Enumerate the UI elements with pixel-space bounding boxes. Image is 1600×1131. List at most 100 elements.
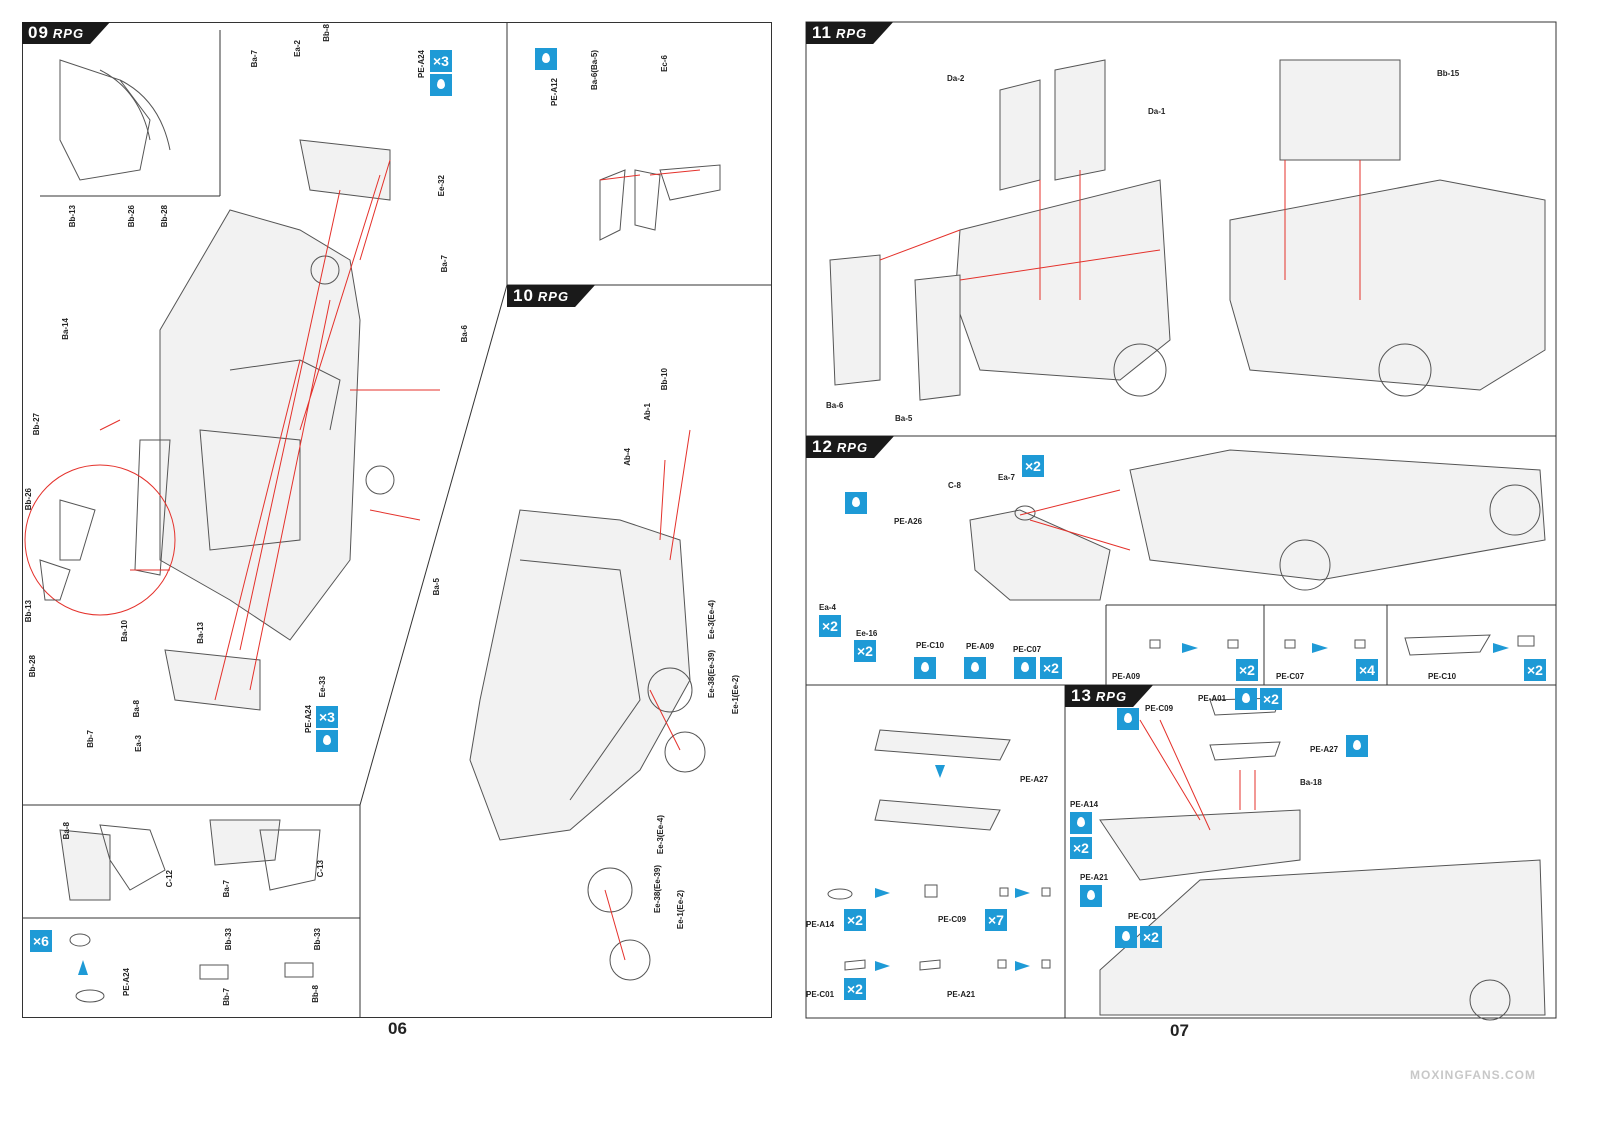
part-label: Bb-7 — [86, 730, 95, 748]
quantity-badge: ×2 — [854, 640, 876, 662]
page-number-right: 07 — [1170, 1021, 1189, 1040]
quantity-badge: ×3 — [316, 706, 338, 728]
quantity-badge: ×2 — [819, 615, 841, 637]
quantity-badge: ×2 — [844, 978, 866, 1000]
part-label: PE-C01 — [1128, 912, 1157, 921]
part-label: Ba-6(Ba-5) — [590, 50, 599, 91]
page-number-left: 06 — [388, 1019, 407, 1038]
part-label: PE-C09 — [938, 915, 967, 924]
quantity-badge: ×2 — [1022, 455, 1044, 477]
part-label: Ba-6 — [826, 401, 844, 410]
quantity-badge: ×6 — [30, 930, 52, 952]
part-label: Bb-33 — [313, 928, 322, 951]
part-label: PE-C10 — [916, 641, 945, 650]
part-label: PE-C01 — [806, 990, 835, 999]
quantity-badge: ×2 — [1260, 688, 1282, 710]
part-label: Ee-3(Ee-4) — [707, 600, 716, 640]
part-label: Ba-8 — [132, 700, 141, 718]
quantity-badge: ×2 — [1524, 659, 1546, 681]
glue-icon — [1115, 926, 1137, 948]
part-label: PE-A24 — [122, 968, 131, 997]
part-label: PE-A09 — [1112, 672, 1141, 681]
part-label: PE-A27 — [1310, 745, 1339, 754]
step-09-panel — [22, 22, 772, 1018]
glue-icon — [316, 730, 338, 752]
glue-icon — [1346, 735, 1368, 757]
part-label: Ba-7 — [250, 50, 259, 68]
part-label: Ee-1(Ee-2) — [731, 675, 740, 715]
part-label: Ee-38(Ee-39) — [707, 650, 716, 699]
part-label: Bb-13 — [24, 600, 33, 623]
part-label: Bb-8 — [322, 24, 331, 42]
part-label: Ee-33 — [318, 676, 327, 698]
part-label: Ba-5 — [895, 414, 913, 423]
part-label: Bb-27 — [32, 413, 41, 436]
part-label: Ee-1(Ee-2) — [676, 890, 685, 930]
quantity-badge: ×2 — [1236, 659, 1258, 681]
part-label: PE-A24 — [304, 705, 313, 734]
part-label: Bb-26 — [24, 488, 33, 511]
part-label: PE-A01 — [1198, 694, 1227, 703]
part-label: Ba-14 — [61, 318, 70, 340]
part-label: PE-C10 — [1428, 672, 1457, 681]
part-label: Ba-6 — [460, 325, 469, 343]
glue-icon — [964, 657, 986, 679]
glue-icon — [535, 48, 557, 70]
glue-icon — [1117, 708, 1139, 730]
quantity-badge: ×7 — [985, 909, 1007, 931]
part-label: PE-A24 — [417, 50, 426, 79]
quantity-badge: ×2 — [1040, 657, 1062, 679]
part-label: Bb-28 — [28, 655, 37, 678]
part-label: Ea-7 — [998, 473, 1015, 482]
part-label: PE-A26 — [894, 517, 923, 526]
part-label: Ea-4 — [819, 603, 836, 612]
part-label: Ec-6 — [660, 55, 669, 72]
part-label: Bb-10 — [660, 368, 669, 391]
part-label: Ee-3(Ee-4) — [656, 815, 665, 855]
part-label: Bb-26 — [127, 205, 136, 228]
part-label: Ba-10 — [120, 620, 129, 642]
part-label: Da-1 — [1148, 107, 1166, 116]
part-label: Ab-4 — [623, 448, 632, 466]
glue-icon — [1070, 812, 1092, 834]
part-label: PE-A14 — [1070, 800, 1099, 809]
part-label: Bb-7 — [222, 988, 231, 1006]
part-label: PE-C07 — [1276, 672, 1305, 681]
part-label: Bb-33 — [224, 928, 233, 951]
part-label: C-13 — [316, 860, 325, 878]
part-label: PE-A12 — [550, 78, 559, 107]
part-label: Ba-8 — [62, 822, 71, 840]
part-label: PE-C09 — [1145, 704, 1174, 713]
part-label: Ba-7 — [222, 880, 231, 898]
part-label: Ee-32 — [437, 175, 446, 197]
part-label: Bb-13 — [68, 205, 77, 228]
quantity-badge: ×3 — [430, 50, 452, 72]
part-label: Ee-38(Ee-39) — [653, 865, 662, 914]
glue-icon — [1014, 657, 1036, 679]
quantity-badge: ×2 — [844, 909, 866, 931]
part-label: Ba-13 — [196, 622, 205, 644]
part-label: Ba-5 — [432, 578, 441, 596]
quantity-badge: ×2 — [1140, 926, 1162, 948]
part-label: Ee-16 — [856, 629, 878, 638]
part-label: Bb-28 — [160, 205, 169, 228]
part-label: Bb-8 — [311, 985, 320, 1003]
part-label: Da-2 — [947, 74, 965, 83]
part-label: C-12 — [165, 870, 174, 888]
part-label: Ba-18 — [1300, 778, 1322, 787]
glue-icon — [1235, 688, 1257, 710]
part-label: Ab-1 — [643, 403, 652, 421]
part-label: PE-C07 — [1013, 645, 1042, 654]
glue-icon — [430, 74, 452, 96]
glue-icon — [1080, 885, 1102, 907]
part-label: PE-A14 — [806, 920, 835, 929]
part-label: PE-A21 — [1080, 873, 1109, 882]
part-label: Ba-7 — [440, 255, 449, 273]
part-label: Ea-3 — [134, 735, 143, 752]
